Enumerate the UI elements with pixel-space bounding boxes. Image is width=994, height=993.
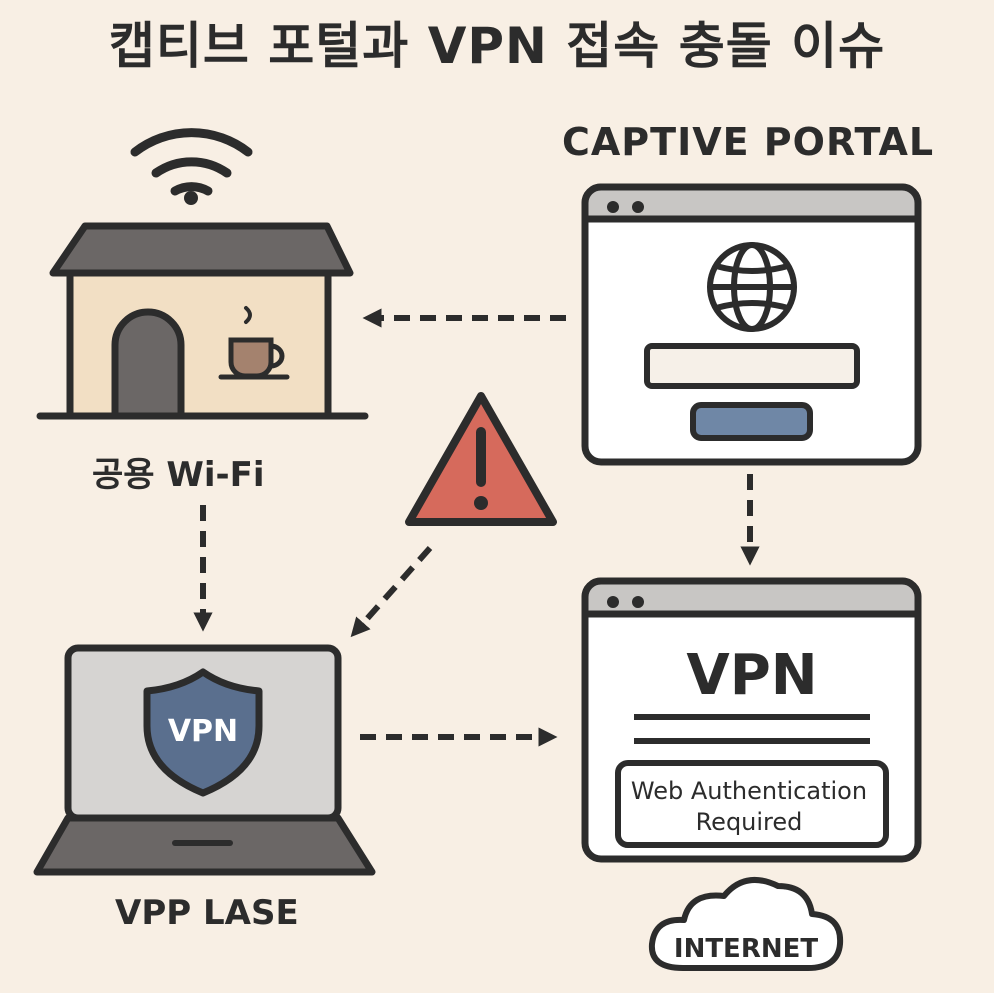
shield-label: VPN	[168, 714, 238, 749]
vpn-window-heading: VPN	[686, 643, 817, 708]
warning-icon	[405, 392, 557, 526]
internet-label: INTERNET	[674, 934, 818, 964]
vpn-window	[581, 577, 922, 863]
portal-login-field[interactable]	[644, 343, 860, 389]
globe-icon	[707, 242, 797, 332]
laptop-label: VPP LASE	[115, 893, 299, 933]
public-wifi-label: 공용 Wi-Fi	[92, 455, 265, 495]
wifi-icon	[130, 128, 253, 205]
portal-login-button[interactable]	[690, 402, 813, 441]
captive-portal-window	[581, 183, 922, 466]
cloud-icon	[648, 877, 844, 971]
coffee-cup-icon	[218, 306, 290, 380]
auth-required-line1: Web Authentication	[631, 777, 867, 805]
shield-icon	[143, 668, 263, 797]
cafe-building	[36, 222, 369, 420]
arrow-warning-to-laptop	[350, 546, 433, 638]
auth-required-line2: Required	[696, 808, 803, 836]
page-title: 캡티브 포털과 VPN 접속 충돌 이슈	[108, 17, 886, 75]
captive-portal-label: CAPTIVE PORTAL	[562, 120, 935, 164]
